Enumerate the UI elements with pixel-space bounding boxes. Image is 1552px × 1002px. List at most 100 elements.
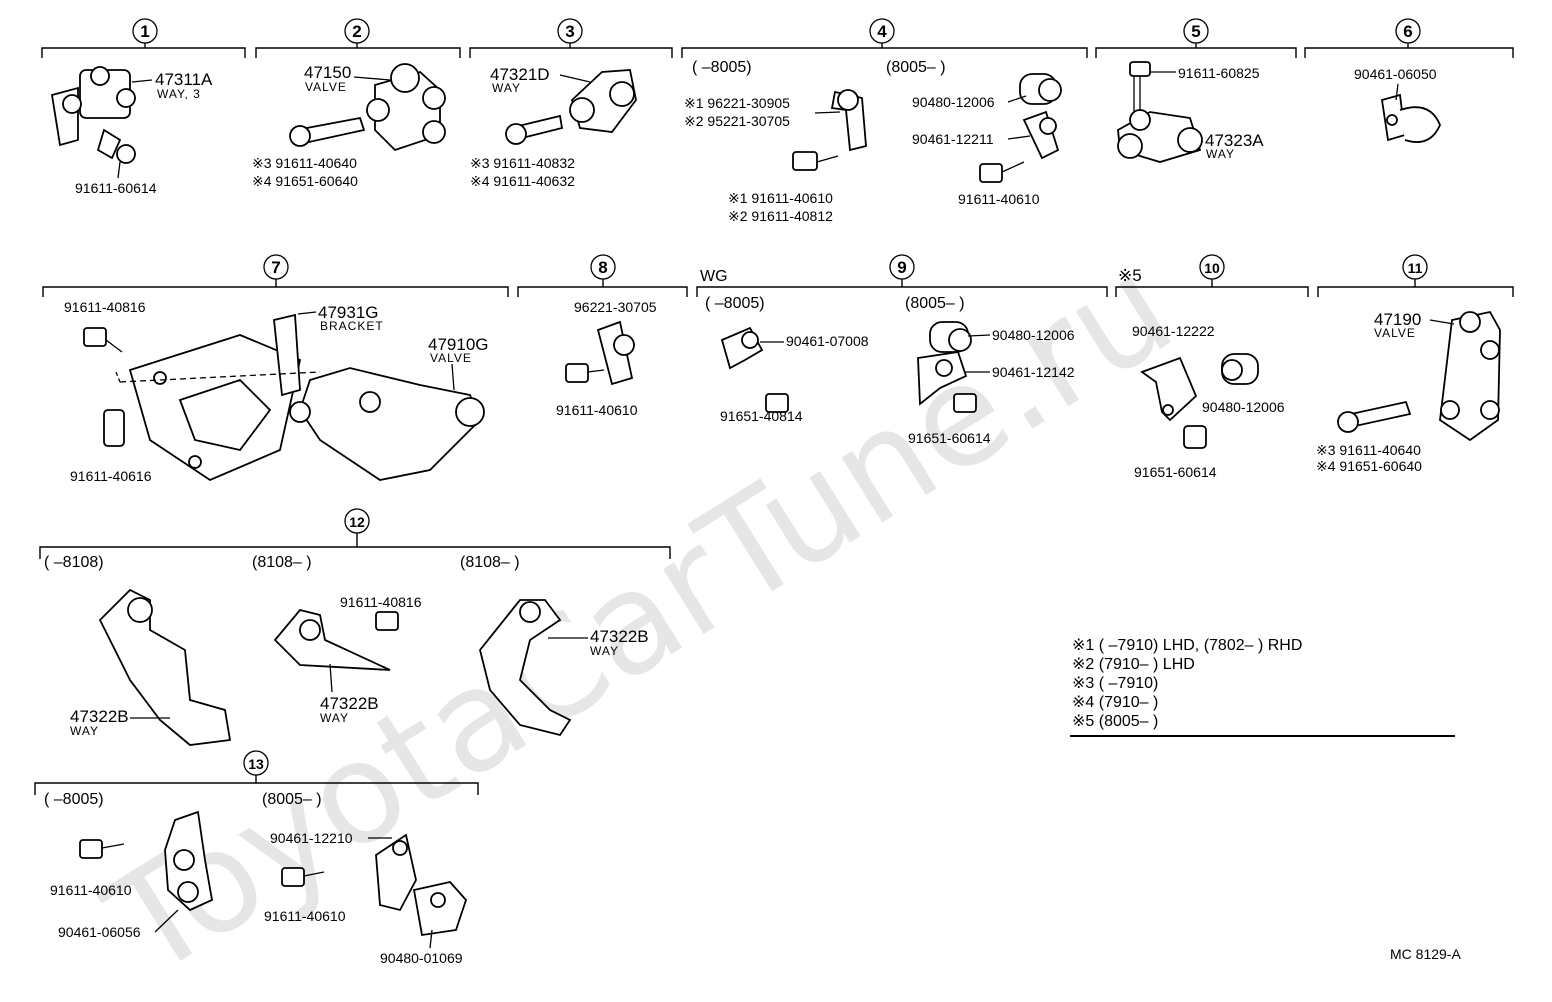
footnote-5: ※5 (8005– ) [1072, 713, 1158, 730]
label-47311A-sub: WAY, 3 [157, 87, 201, 101]
part-47190-drawing [1337, 310, 1501, 442]
label-90461-12142: 90461-12142 [992, 364, 1075, 380]
part-47321D-drawing [505, 69, 637, 145]
label-47322B-b: 47322B [320, 694, 379, 713]
footnote-3: ※3 ( –7910) [1072, 675, 1158, 692]
label-g11-star4: ※4 91651-60640 [1316, 458, 1422, 474]
range-g13-right: (8005– ) [262, 791, 322, 808]
svg-text:12: 12 [349, 514, 365, 530]
group-number-7: 7 [263, 254, 289, 280]
part-group9-drawing [720, 321, 977, 413]
label-47322B-c: 47322B [590, 627, 649, 646]
label-star5: ※5 [1118, 266, 1142, 285]
label-g11-star3: ※3 91611-40640 [1316, 442, 1421, 458]
label-91611-40816-b: 91611-40816 [340, 594, 422, 610]
part-47323A-drawing [1117, 61, 1203, 163]
group-number-12: 12 [344, 508, 370, 534]
label-47150: 47150 [304, 63, 351, 82]
svg-text:5: 5 [1191, 22, 1200, 41]
group-number-4: 4 [869, 18, 895, 44]
part-90461-06050-drawing [1380, 93, 1441, 143]
range-g12-c: (8108– ) [460, 554, 520, 571]
label-90461-12211: 90461-12211 [912, 131, 994, 147]
label-91611-40610-c: 91611-40610 [50, 882, 132, 898]
svg-text:13: 13 [248, 756, 264, 772]
range-g9-left: ( –8005) [705, 295, 765, 312]
part-group7-drawing [83, 313, 485, 482]
group-number-5: 5 [1183, 18, 1209, 44]
part-group10-drawing [1140, 353, 1259, 449]
range-g12-b: (8108– ) [252, 554, 312, 571]
label-g4-star2-bolt: ※2 91611-40812 [728, 208, 833, 224]
label-47322B-a-sub: WAY [70, 724, 99, 738]
label-91611-40610-d: 91611-40610 [264, 908, 346, 924]
label-47321D: 47321D [490, 65, 550, 84]
label-g2-star4: ※4 91651-60640 [252, 173, 358, 189]
svg-text:11: 11 [1408, 260, 1423, 276]
label-47322B-c-sub: WAY [590, 644, 619, 658]
part-47311A-drawing [50, 66, 153, 179]
svg-text:8: 8 [598, 258, 607, 277]
label-47931G: 47931G [318, 303, 379, 322]
svg-text:7: 7 [271, 258, 280, 277]
svg-text:1: 1 [140, 22, 149, 41]
label-wg: WG [700, 268, 728, 285]
label-90480-01069: 90480-01069 [380, 950, 463, 966]
label-47190: 47190 [1374, 310, 1421, 329]
part-group13-drawing [79, 810, 468, 937]
part-group8-drawing [565, 320, 635, 386]
label-47910G: 47910G [428, 335, 489, 354]
group-number-3: 3 [557, 18, 583, 44]
group-number-2: 2 [344, 18, 370, 44]
label-47323A: 47323A [1205, 131, 1264, 150]
label-91611-40616: 91611-40616 [70, 468, 152, 484]
part-group12-drawing [98, 588, 572, 746]
label-90480-12006-c: 90480-12006 [1202, 399, 1285, 415]
label-47311A: 47311A [155, 70, 213, 89]
group-brackets [34, 43, 1514, 795]
label-g4-star1-clip: ※1 96221-30905 [684, 95, 790, 111]
label-96221-30705: 96221-30705 [574, 299, 657, 315]
label-g4-star2-clip: ※2 95221-30705 [684, 113, 790, 129]
svg-text:6: 6 [1403, 22, 1412, 41]
part-47150-drawing [289, 63, 446, 152]
label-47322B-b-sub: WAY [320, 711, 349, 725]
label-90480-12006-b: 90480-12006 [992, 327, 1075, 343]
label-90461-12210: 90461-12210 [270, 830, 353, 846]
label-91651-40814: 91651-40814 [720, 408, 803, 424]
label-91651-60614-b: 91651-60614 [1134, 464, 1217, 480]
label-47323A-sub: WAY [1206, 147, 1235, 161]
range-g4-left: ( –8005) [692, 59, 752, 76]
group-number-6: 6 [1395, 18, 1421, 44]
label-91651-60614-a: 91651-60614 [908, 430, 991, 446]
svg-text:9: 9 [897, 258, 906, 277]
label-90461-06056: 90461-06056 [58, 924, 141, 940]
label-90461-06050: 90461-06050 [1354, 66, 1437, 82]
label-47322B-a: 47322B [70, 707, 129, 726]
footnote-2: ※2 (7910– ) LHD [1072, 656, 1195, 673]
label-g3-star3: ※3 91611-40832 [470, 155, 575, 171]
group-number-9: 9 [889, 254, 915, 280]
label-91611-40610-b: 91611-40610 [556, 402, 638, 418]
footnotes: ※1 ( –7910) LHD, (7802– ) RHD ※2 (7910– … [1070, 637, 1455, 737]
range-g4-right: (8005– ) [886, 59, 946, 76]
label-g3-star4: ※4 91611-40632 [470, 173, 575, 189]
part-group4-drawing [792, 73, 1062, 183]
range-g13-left: ( –8005) [44, 791, 104, 808]
svg-text:10: 10 [1204, 260, 1220, 276]
group-number-8: 8 [590, 254, 616, 280]
label-90461-12222: 90461-12222 [1132, 323, 1215, 339]
label-47190-sub: VALVE [1374, 326, 1416, 340]
label-47931G-sub: BRACKET [320, 319, 384, 333]
svg-text:3: 3 [565, 22, 574, 41]
label-g2-star3: ※3 91611-40640 [252, 155, 357, 171]
group-number-11: 11 [1402, 254, 1428, 280]
label-90461-07008: 90461-07008 [786, 333, 869, 349]
range-g9-right: (8005– ) [905, 295, 965, 312]
svg-text:4: 4 [877, 22, 887, 41]
label-90480-12006-a: 90480-12006 [912, 94, 995, 110]
diagram-code: MC 8129-A [1390, 946, 1461, 962]
group-number-10: 10 [1199, 254, 1225, 280]
